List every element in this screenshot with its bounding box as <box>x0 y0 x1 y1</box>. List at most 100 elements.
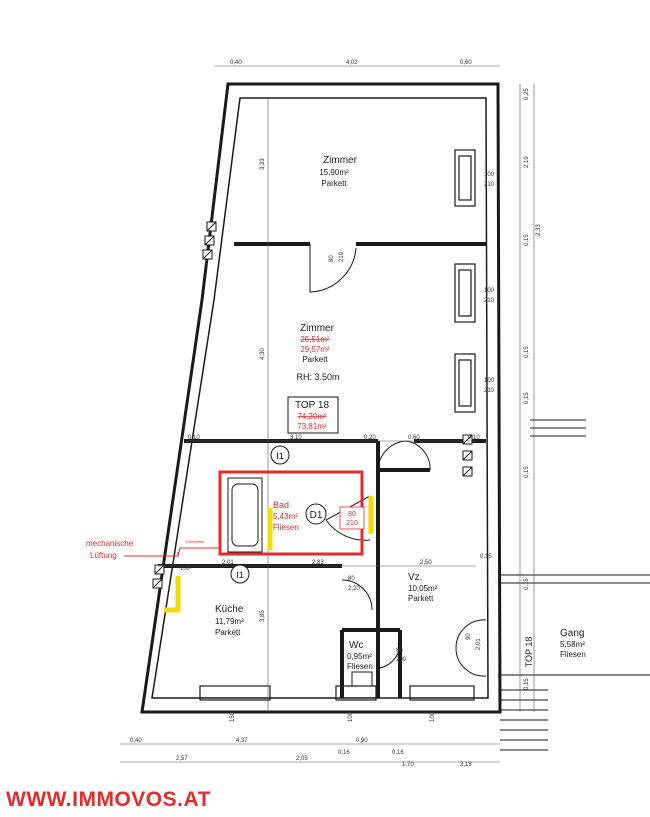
svg-text:2,50: 2,50 <box>420 560 432 566</box>
svg-text:I1: I1 <box>236 570 244 580</box>
stairs <box>498 419 650 751</box>
svg-text:TOP 18: TOP 18 <box>295 400 330 411</box>
svg-text:Gang: Gang <box>560 628 584 639</box>
svg-text:3,10: 3,10 <box>290 435 302 441</box>
yellow-marks <box>164 496 374 613</box>
svg-text:0,60: 0,60 <box>460 60 472 66</box>
svg-text:Parkett: Parkett <box>215 628 241 637</box>
svg-text:10,05m²: 10,05m² <box>408 584 438 593</box>
ventilation-line <box>124 547 220 557</box>
svg-text:29,57m²: 29,57m² <box>300 345 330 354</box>
svg-text:2,18: 2,18 <box>460 762 472 768</box>
svg-text:80: 80 <box>329 255 335 262</box>
svg-text:200: 200 <box>396 657 407 663</box>
svg-text:5,58m²: 5,58m² <box>560 640 585 649</box>
svg-text:Fliesen: Fliesen <box>273 523 299 532</box>
svg-text:D1: D1 <box>310 510 323 521</box>
svg-text:0,90: 0,90 <box>356 738 368 744</box>
svg-text:210: 210 <box>484 388 495 394</box>
svg-text:Fliesen: Fliesen <box>560 650 586 659</box>
svg-text:74,20m²: 74,20m² <box>297 412 327 421</box>
svg-text:Fliesen: Fliesen <box>347 662 373 671</box>
svg-text:4,02: 4,02 <box>346 60 358 66</box>
svg-text:5,43m²: 5,43m² <box>273 512 298 521</box>
svg-text:0,15: 0,15 <box>480 554 492 560</box>
svg-text:2,33: 2,33 <box>536 224 542 236</box>
svg-text:0,95m²: 0,95m² <box>347 652 372 661</box>
watermark-url: WWW.IMMOVOS.AT <box>6 788 211 811</box>
svg-text:Parkett: Parkett <box>302 355 328 364</box>
svg-text:90: 90 <box>466 633 472 640</box>
dimension-lines <box>120 65 535 763</box>
room-kueche: Küche 11,79m² Parkett <box>215 604 244 637</box>
svg-text:0,15: 0,15 <box>524 466 530 478</box>
outer-walls <box>140 82 502 714</box>
svg-text:210: 210 <box>484 182 495 188</box>
svg-text:210: 210 <box>339 251 345 262</box>
door-swings <box>309 244 487 677</box>
svg-text:3,33: 3,33 <box>260 158 266 170</box>
svg-text:I1: I1 <box>276 451 284 461</box>
svg-text:Wc: Wc <box>349 640 363 651</box>
room-vz: Vz. 10,05m² Parkett <box>408 572 438 603</box>
svg-text:0,16: 0,16 <box>338 750 350 756</box>
bad-door-label: 80 210 <box>339 506 365 530</box>
svg-text:0,16: 0,16 <box>392 750 404 756</box>
svg-text:100: 100 <box>484 378 495 384</box>
svg-text:73,81m²: 73,81m² <box>297 422 327 431</box>
svg-text:0,15: 0,15 <box>524 678 530 690</box>
svg-text:11,79m²: 11,79m² <box>215 617 244 626</box>
bathtub <box>227 477 263 553</box>
svg-text:4,30: 4,30 <box>260 348 266 360</box>
svg-text:Parkett: Parkett <box>321 179 347 188</box>
room-gang: Gang 5,58m² Fliesen <box>560 628 586 659</box>
svg-text:3,85: 3,85 <box>260 610 266 622</box>
marker-i1a: I1 <box>270 445 290 465</box>
svg-text:2,19: 2,19 <box>524 156 530 168</box>
svg-text:210: 210 <box>346 520 358 527</box>
svg-text:0,40: 0,40 <box>130 738 142 744</box>
svg-text:Küche: Küche <box>215 604 244 615</box>
svg-text:Zimmer: Zimmer <box>323 155 358 166</box>
top-area-box: TOP 18 74,20m² 73,81m² <box>287 396 339 434</box>
svg-text:0,10: 0,10 <box>468 435 480 441</box>
room-zimmer-2: Zimmer 25,51m² 29,57m² Parkett RH: 3.50m <box>296 323 339 382</box>
svg-text:0,15: 0,15 <box>524 578 530 590</box>
svg-text:0,10: 0,10 <box>188 435 200 441</box>
windows-right <box>454 149 476 413</box>
windows-bottom <box>199 685 475 701</box>
svg-text:Zimmer: Zimmer <box>300 323 335 334</box>
svg-text:80: 80 <box>348 511 356 518</box>
svg-text:25,51m²: 25,51m² <box>300 335 330 344</box>
room-zimmer-1: Zimmer 15,90m² Parkett <box>319 155 357 188</box>
marker-i1b: I1 <box>230 564 250 584</box>
svg-text:0,25: 0,25 <box>524 88 530 100</box>
svg-text:0,40: 0,40 <box>230 60 242 66</box>
svg-text:150: 150 <box>230 711 236 722</box>
svg-text:60: 60 <box>396 648 403 654</box>
wc-fixture <box>351 671 373 687</box>
svg-text:100: 100 <box>484 172 495 178</box>
svg-text:2,01: 2,01 <box>476 638 482 650</box>
svg-text:0,15: 0,15 <box>524 234 530 246</box>
lueftung-label: mechanische Lüftung Rohrpfeile <box>86 539 205 560</box>
stair-top-label: TOP 18 <box>524 637 534 668</box>
dimension-texts: 0,40 4,02 0,60 0,25 2,19 0,15 2,33 0,15 … <box>130 60 542 768</box>
svg-text:Parkett: Parkett <box>408 594 434 603</box>
room-bad: Bad 5,43m² Fliesen <box>273 500 299 532</box>
svg-text:1,70: 1,70 <box>402 762 414 768</box>
marker-d1: D1 <box>305 503 327 525</box>
ventilation-shafts <box>152 221 473 589</box>
svg-text:mechanische: mechanische <box>86 539 134 548</box>
svg-text:0,15: 0,15 <box>524 346 530 358</box>
door-dims: 100 210 100 210 100 210 80 210 80 2,20 6… <box>329 172 495 663</box>
svg-text:Lüftung: Lüftung <box>90 551 117 560</box>
svg-text:4,37: 4,37 <box>236 738 248 744</box>
svg-text:Vz.: Vz. <box>408 572 422 583</box>
svg-text:Bad: Bad <box>273 500 289 510</box>
svg-text:RH: 3.50m: RH: 3.50m <box>296 372 339 382</box>
svg-text:15,90m²: 15,90m² <box>319 168 349 177</box>
svg-text:2,20: 2,20 <box>348 586 360 592</box>
svg-text:100: 100 <box>180 566 191 572</box>
